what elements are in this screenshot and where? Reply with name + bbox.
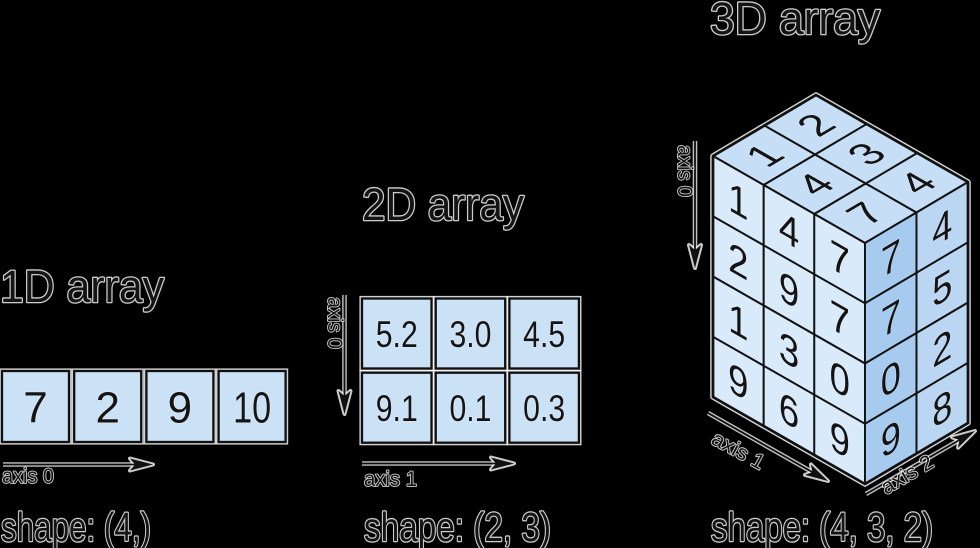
cuboid-cell-value: 0 [881,349,901,408]
array-cell-value: 0.1 [449,388,491,429]
two-d-axis1-label: axis 1 [364,468,417,491]
array-cell-value: 2 [95,383,119,432]
cuboid-cell-value: 9 [779,261,799,320]
three-d-axis2-arrow [864,429,977,496]
two-d-axis0-label: axis 0 [323,297,346,349]
cuboid-cell-value: 5 [932,258,952,317]
array-cell [360,371,433,444]
array-cell [508,371,581,444]
two-d-title: 2D array [362,179,524,230]
arrow-head [805,464,828,481]
cuboid-outline [711,93,970,486]
arrow-layer [3,141,977,496]
two-d-axis0-arrow [336,295,353,416]
cuboid-cell-value: 2 [932,319,952,378]
arrow-head [491,457,514,470]
cuboid-cell-value: 6 [779,381,799,440]
cuboid-cell-value: 9 [728,352,748,411]
array-cell-value: 7 [23,383,47,432]
array-cell-value: 9 [168,383,192,432]
three-d-shape-label: shape: (4, 3, 2) [711,504,933,548]
cuboid-cell-value: 4 [779,200,799,259]
cell-layer [0,93,970,486]
array-cell [434,297,507,370]
two-d-axis1-arrow [362,455,516,472]
one-d-axis0-arrow [3,456,155,473]
array-cell-value: 3.0 [449,314,491,355]
array-cell-value: 4.5 [523,314,565,355]
array-cell [360,297,433,370]
cuboid-cell-value: 7 [830,229,850,288]
array-cell [508,297,581,370]
arrow-head [338,391,351,414]
cuboid-cell-value: 9 [830,410,850,469]
cuboid-cell-value: 0 [830,350,850,409]
cuboid-cell-value: 3 [779,321,799,380]
array-cell [434,371,507,444]
arrow-shaft [707,412,813,473]
cuboid-cell-value: 1 [728,292,748,351]
three-d-axis1-arrow [706,410,830,483]
array-cell-value: 5.2 [376,314,418,355]
one-d-shape-label: shape: (4,) [1,504,151,548]
arrow-head [952,431,975,448]
two-d-shape-label: shape: (2, 3) [364,504,551,548]
three-d-axis0-label: axis 0 [673,145,696,197]
array-cell [0,369,71,444]
three-d-axis0-arrow [687,141,703,270]
array-cell [217,369,287,444]
array-cell [73,369,143,444]
cuboid-cell-value: 7 [881,229,901,288]
array-cell-value: 10 [233,383,271,432]
cuboid-cell-value: 9 [881,409,901,468]
cuboid-cell-value: 7 [881,289,901,348]
array-cell-value: 9.1 [376,388,418,429]
three-d-axis1-label: axis 1 [708,427,769,474]
one-d-title: 1D array [0,261,164,312]
cuboid-cell-value: 1 [728,171,748,230]
arrow-head [689,245,701,268]
cuboid-cell-value: 8 [932,379,952,438]
one-d-axis0-label: axis 0 [2,465,54,488]
arrow-head [130,458,153,471]
array-cell-value: 0.3 [523,388,565,429]
cuboid-cell-value: 7 [830,290,850,349]
cuboid-cell-value: 2 [728,232,748,291]
cuboid-cell-value: 4 [932,198,952,257]
array-cell [145,369,215,444]
arrow-shaft [865,439,960,495]
three-d-title: 3D array [710,0,880,44]
